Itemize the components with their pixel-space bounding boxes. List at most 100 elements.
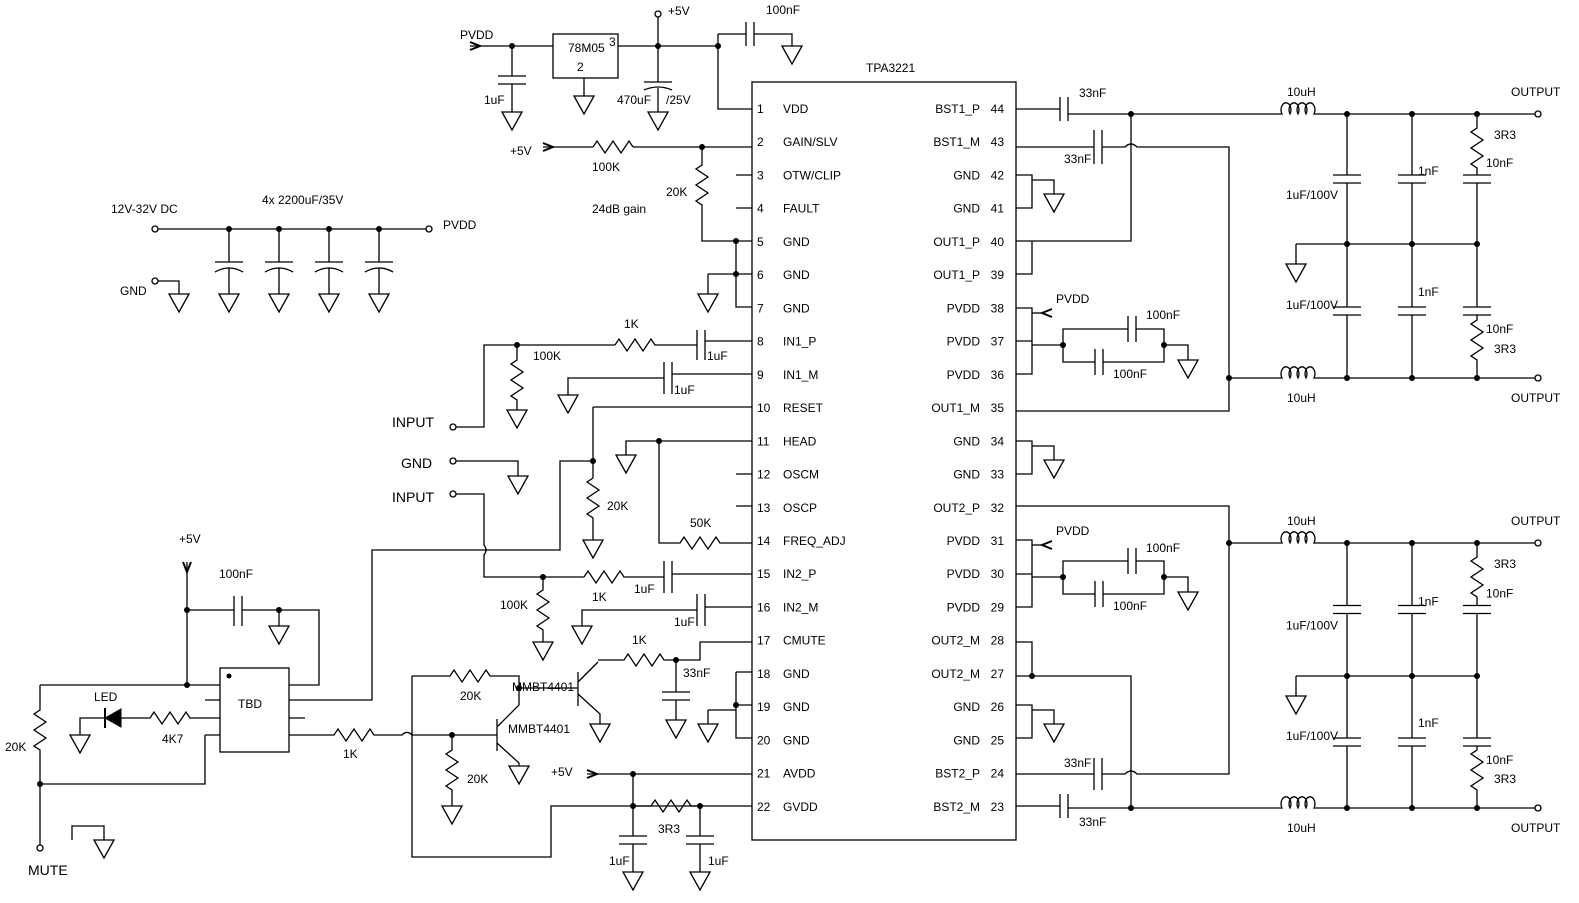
junction	[1029, 673, 1035, 679]
ic-pin-label: FAULT	[783, 202, 820, 216]
supply-terminal	[151, 225, 159, 233]
ic-right-nets: 33nF 33nF PVDD 100nF 100nF	[1016, 86, 1270, 829]
resistor-1k-in1	[614, 337, 697, 353]
inductor-label: 10uH	[1287, 391, 1316, 405]
inductor-label: 10uH	[1287, 821, 1316, 835]
cap-label: 1uF	[708, 854, 729, 868]
mute-terminal	[36, 844, 44, 852]
junction	[655, 43, 661, 49]
input2-terminal	[449, 490, 457, 498]
output-label: OUTPUT	[1511, 514, 1561, 528]
ground-symbol	[500, 111, 524, 132]
out1m-wire	[1016, 377, 1270, 412]
res-label: 3R3	[658, 822, 680, 836]
filter-capacitor	[1398, 244, 1426, 378]
regulator-pin3: 3	[609, 35, 616, 49]
cap-1uF-in1p	[696, 330, 706, 360]
ic-pin-number: 28	[991, 634, 1005, 648]
cap-label: 33nF	[683, 666, 710, 680]
cap-1uF-in2m	[696, 594, 706, 626]
ic-pin-number: 12	[757, 468, 771, 482]
wire	[581, 609, 697, 626]
output-label: OUTPUT	[1511, 391, 1561, 405]
cap-label: 1uF/100V	[1286, 298, 1338, 312]
ic-pin-label: PVDD	[947, 600, 981, 614]
ic-right-pins: 44BST1_P43BST1_M42GND41GND40OUT1_P39OUT1…	[931, 102, 1004, 814]
ground-symbol	[1176, 359, 1200, 380]
ic-pin-number: 41	[991, 202, 1005, 216]
ic-pin-label: IN1_P	[783, 335, 816, 349]
out1p-wire	[1016, 114, 1132, 275]
input1-terminal	[449, 423, 457, 431]
ic-pin-label: GVDD	[783, 800, 818, 814]
cap-470uF	[643, 81, 673, 91]
cap-label: 10nF	[1486, 753, 1513, 767]
ic-pin-label: OTW/CLIP	[783, 168, 841, 182]
vdd-wire	[717, 46, 752, 110]
plus5v-label-top: +5V	[668, 4, 690, 18]
ground-symbol	[505, 409, 529, 430]
junction	[733, 238, 739, 244]
resistor-20k-mute	[32, 684, 187, 845]
regulator-label: 78M05	[568, 41, 605, 55]
resistor-20k-base	[444, 735, 460, 806]
cap-label: 100nF	[766, 3, 800, 17]
gain-label: 24dB gain	[592, 202, 646, 216]
ic-pin-label: RESET	[783, 401, 824, 415]
pvdd-pins-wire	[1016, 307, 1033, 375]
cap-label: 470uF	[617, 93, 651, 107]
resistor-20k-reset	[585, 477, 601, 540]
inductor-label: 10uH	[1287, 85, 1316, 99]
res-label: 50K	[690, 516, 711, 530]
cap-100nF-pvdd1	[1032, 316, 1189, 375]
wire	[707, 709, 736, 724]
junction	[1128, 805, 1134, 811]
cap-voltage: /25V	[666, 93, 691, 107]
transistor-label: MMBT4401	[512, 680, 574, 694]
cap-label: 1uF	[674, 383, 695, 397]
regulator-pin2: 2	[577, 60, 584, 74]
ic-pin-label: BST2_M	[933, 800, 980, 814]
ic-pin-number: 8	[757, 335, 764, 349]
ground-symbol	[664, 719, 688, 740]
ic-pin-number: 17	[757, 634, 771, 648]
wire	[707, 273, 736, 294]
resistor-50k-freq	[658, 441, 752, 551]
ic-pin-number: 29	[991, 600, 1005, 614]
ic-pin-number: 9	[757, 368, 764, 382]
ic-pin-number: 19	[757, 700, 771, 714]
pvdd-arrow	[469, 41, 483, 51]
res-label: 20K	[666, 185, 687, 199]
junction	[1161, 574, 1167, 580]
res-label: 3R3	[1494, 342, 1516, 356]
res-label: 20K	[467, 772, 488, 786]
ic-pin-label: GND	[783, 301, 810, 315]
ic-pin-label: VDD	[783, 102, 809, 116]
cap-label: 100nF	[1146, 541, 1180, 555]
ic-pin-number: 42	[991, 168, 1005, 182]
regulator-section: PVDD 1uF 78M05 2 3 +5V 470uF /25V 100nF	[460, 3, 804, 132]
cap-33nF-bst1m	[1016, 130, 1230, 378]
cap-label: 10nF	[1486, 156, 1513, 170]
ground-symbol	[1176, 591, 1200, 612]
res-label: 100K	[533, 349, 561, 363]
resistor-20k-pullup	[412, 668, 520, 688]
ground-symbol	[581, 539, 605, 560]
ic-pin-label: GND	[783, 700, 810, 714]
transistor-q2-body	[420, 688, 520, 766]
wire	[79, 717, 105, 735]
gnd-label-supply: GND	[120, 284, 147, 298]
filter-capacitor	[1333, 114, 1361, 244]
resistor-3r3-gvdd	[633, 798, 700, 814]
cap-1uF-gvdd	[686, 806, 714, 872]
mid-ground-wire	[1295, 243, 1477, 264]
junction	[1161, 342, 1167, 348]
input2-label: INPUT	[392, 489, 434, 505]
ground-symbol	[1284, 695, 1308, 716]
plus5v-label-avdd: +5V	[551, 765, 573, 779]
ic-pin-number: 26	[991, 700, 1005, 714]
ground-symbol	[440, 805, 464, 826]
supply-section: 12V-32V DC 4x 2200uF/35V PVDD GND	[111, 193, 477, 314]
